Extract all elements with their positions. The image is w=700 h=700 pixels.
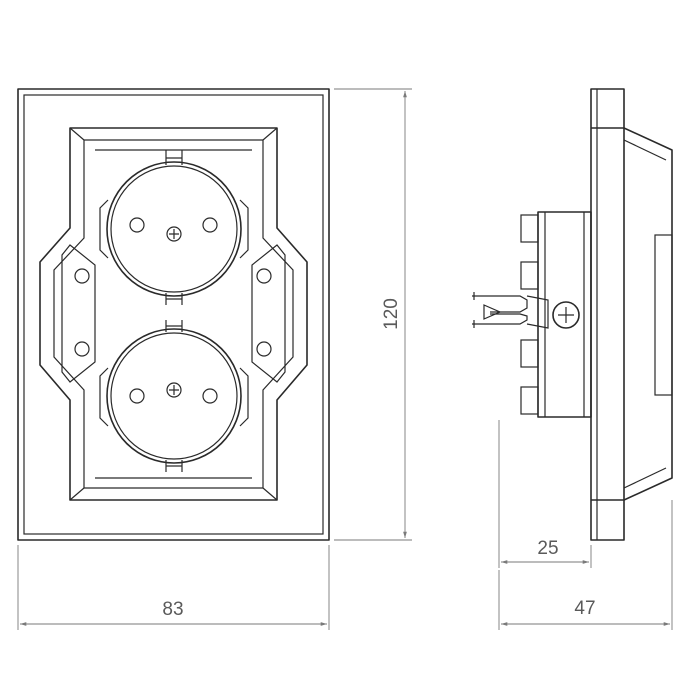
- earth-clip-bottom: [165, 293, 183, 305]
- dimension-width-label: 83: [162, 599, 183, 620]
- dimension-height: 120: [334, 88, 412, 541]
- screw-head-icon: [552, 301, 580, 329]
- housing-block: [654, 234, 673, 396]
- front-view: [17, 88, 330, 541]
- pin-hole-icon: [202, 217, 218, 233]
- bevel-line: [69, 487, 85, 501]
- bevel-line: [262, 487, 278, 501]
- pin-hole-icon: [129, 388, 145, 404]
- pin-hole-icon: [202, 388, 218, 404]
- terminal-body: [537, 211, 592, 418]
- left-tab-holes: [74, 268, 90, 357]
- side-housing: [591, 127, 673, 501]
- screw-head-icon: [166, 382, 182, 398]
- housing-edge: [623, 139, 667, 161]
- earth-clip-top: [165, 150, 183, 165]
- housing-edge: [623, 467, 667, 489]
- side-view: [472, 88, 673, 541]
- dimension-depth-mechanism: 25: [498, 420, 592, 568]
- contact-pins: [472, 292, 549, 329]
- bevel-line: [262, 127, 278, 141]
- socket-rib-left: [99, 199, 109, 259]
- socket-upper: [99, 150, 249, 305]
- frame-outer: [17, 88, 330, 541]
- frame-inner: [23, 94, 324, 535]
- socket-rib-right: [239, 367, 249, 427]
- left-tab: [61, 244, 96, 383]
- dimension-height-label: 120: [381, 298, 402, 330]
- dimension-depth-mechanism-label: 25: [537, 538, 558, 559]
- right-tab-holes: [256, 268, 272, 357]
- socket-rib-right: [239, 199, 249, 259]
- side-front-plate: [590, 88, 625, 541]
- dimension-depth-total: 47: [498, 500, 673, 630]
- earth-clip-bottom: [165, 460, 183, 472]
- screw-head-icon: [166, 226, 182, 242]
- bevel-line: [69, 127, 85, 141]
- dimension-width: 83: [17, 545, 330, 630]
- dimension-depth-total-label: 47: [574, 598, 595, 619]
- socket-rib-left: [99, 367, 109, 427]
- right-tab: [251, 244, 286, 383]
- pin-hole-icon: [129, 217, 145, 233]
- socket-lower: [99, 320, 249, 472]
- earth-clip-top: [165, 320, 183, 332]
- terminal-ribs: [520, 212, 585, 417]
